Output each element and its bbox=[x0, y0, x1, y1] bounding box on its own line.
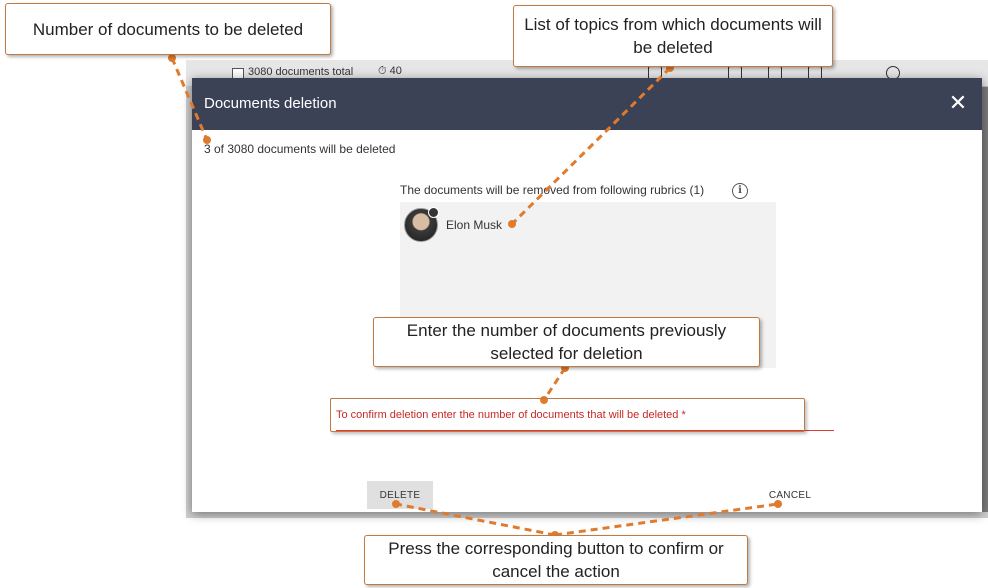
confirm-count-input[interactable] bbox=[336, 422, 834, 431]
dialog-title: Documents deletion bbox=[204, 95, 337, 112]
delete-button[interactable]: DELETE bbox=[367, 481, 433, 509]
background-strip bbox=[186, 86, 192, 512]
info-icon[interactable]: i bbox=[732, 183, 748, 199]
rubrics-label: The documents will be removed from follo… bbox=[400, 183, 705, 197]
documents-deletion-dialog: Documents deletion ✕ 3 of 3080 documents… bbox=[192, 78, 982, 512]
rubric-item: Elon Musk bbox=[404, 207, 503, 242]
callout-document-count: Number of documents to be deleted bbox=[5, 3, 331, 55]
callout-topics: List of topics from which documents will… bbox=[513, 5, 833, 67]
callout-buttons: Press the corresponding button to confir… bbox=[364, 535, 748, 585]
deletion-count-text: 3 of 3080 documents will be deleted bbox=[204, 142, 396, 156]
callout-enter-number: Enter the number of documents previously… bbox=[373, 317, 760, 367]
dialog-header: Documents deletion ✕ bbox=[192, 78, 982, 130]
confirm-field-label: To confirm deletion enter the number of … bbox=[336, 409, 686, 421]
arrow-dot bbox=[168, 54, 176, 62]
background-footer bbox=[186, 512, 988, 518]
cancel-button[interactable]: CANCEL bbox=[758, 481, 822, 509]
documents-total-label: 3080 documents total bbox=[248, 66, 354, 78]
clock-label: ⏱ 40 bbox=[378, 65, 402, 77]
rubric-name: Elon Musk bbox=[446, 218, 503, 232]
badge-icon bbox=[428, 207, 439, 218]
close-icon[interactable]: ✕ bbox=[948, 90, 968, 115]
avatar bbox=[404, 207, 439, 242]
